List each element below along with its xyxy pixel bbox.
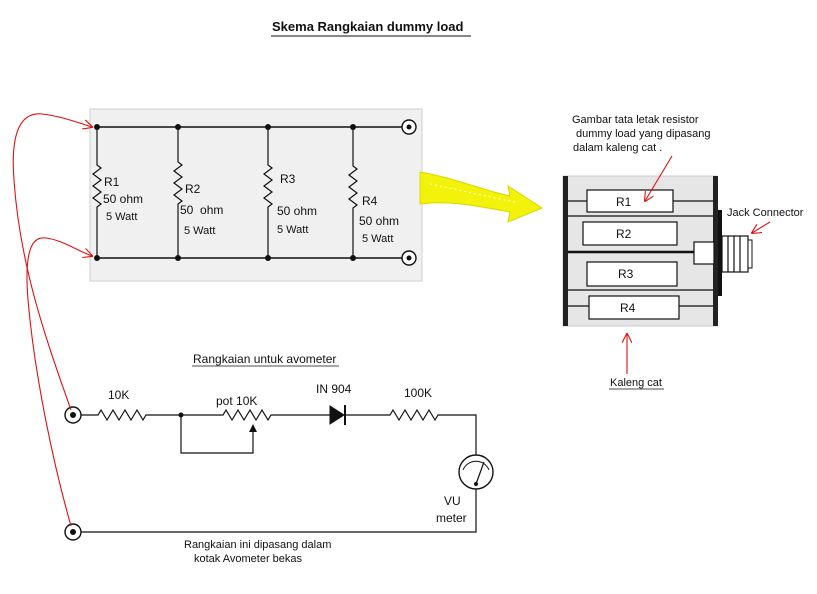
red-connection-arrow-bottom <box>26 237 92 527</box>
avometer-circuit: Rangkaian untuk avometer <box>64 352 494 565</box>
can-label: Kaleng cat <box>610 377 662 389</box>
note-arrow <box>645 155 673 201</box>
layout-note-line-1: Gambar tata letak resistor <box>572 114 699 126</box>
resistor-10k-label: 10K <box>108 388 129 402</box>
avometer-terminal-bottom <box>64 523 82 541</box>
pot-label: pot 10K <box>216 394 257 408</box>
avometer-title: Rangkaian untuk avometer <box>193 352 336 366</box>
layout-r4-box <box>588 295 680 320</box>
r4-power: 5 Watt <box>362 233 393 245</box>
r2-power: 5 Watt <box>184 225 215 237</box>
r1-power: 5 Watt <box>106 211 137 223</box>
jack-arrow <box>752 221 771 233</box>
vu-meter-label-2: meter <box>436 511 467 525</box>
avometer-note-line-1: Rangkaian ini dipasang dalam <box>184 539 331 551</box>
yellow-arrow-icon <box>419 171 544 223</box>
jack-connector-icon <box>693 210 753 296</box>
dummy-load-circuit: R1 50 ohm 5 Watt R2 50 ohm 5 Watt R3 50 … <box>89 108 423 282</box>
layout-note-line-3: dalam kaleng cat . <box>573 142 662 154</box>
layout-r2-label: R2 <box>616 227 632 241</box>
layout-note-line-2: dummy load yang dipasang <box>576 128 711 140</box>
resistor-r3-symbol <box>263 127 273 258</box>
paint-can-right-wall <box>713 176 718 326</box>
r3-power: 5 Watt <box>277 224 308 236</box>
dummy-load-panel <box>89 108 423 282</box>
r3-name: R3 <box>280 172 296 186</box>
resistor-r1-symbol <box>92 127 102 258</box>
r1-value: 50 ohm <box>103 192 143 206</box>
output-terminal-top <box>401 119 417 135</box>
layout-r3-box <box>586 261 678 287</box>
layout-r1-label: R1 <box>616 195 632 209</box>
r1-name: R1 <box>104 175 120 189</box>
jack-connector-label: Jack Connector <box>727 207 804 219</box>
vu-meter-icon <box>458 454 494 490</box>
resistor-100k-label: 100K <box>404 386 432 400</box>
r4-name: R4 <box>362 194 378 208</box>
r2-value: 50 ohm <box>180 203 223 217</box>
avometer-terminal-top <box>64 406 82 424</box>
r2-name: R2 <box>185 182 201 196</box>
layout-r4-label: R4 <box>620 301 636 315</box>
layout-r2-box <box>582 221 678 246</box>
resistor-r2-symbol <box>173 127 183 258</box>
output-terminal-bottom <box>401 250 417 266</box>
r4-value: 50 ohm <box>359 214 399 228</box>
paint-can-layout: R1 R2 R3 R4 Gambar tata letak resistor d… <box>562 114 804 390</box>
vu-meter-label-1: VU <box>444 494 461 508</box>
red-connection-arrow-top <box>12 113 92 411</box>
diode-label: IN 904 <box>316 382 352 396</box>
avometer-note-line-2: kotak Avometer bekas <box>194 553 303 565</box>
resistor-r4-symbol <box>348 127 358 258</box>
potentiometer-symbol <box>181 408 330 422</box>
diode-symbol <box>329 405 346 425</box>
paint-can-left-wall <box>563 176 568 326</box>
layout-r3-label: R3 <box>618 267 634 281</box>
r3-value: 50 ohm <box>277 204 317 218</box>
diagram-title: Skema Rangkaian dummy load <box>272 19 464 34</box>
